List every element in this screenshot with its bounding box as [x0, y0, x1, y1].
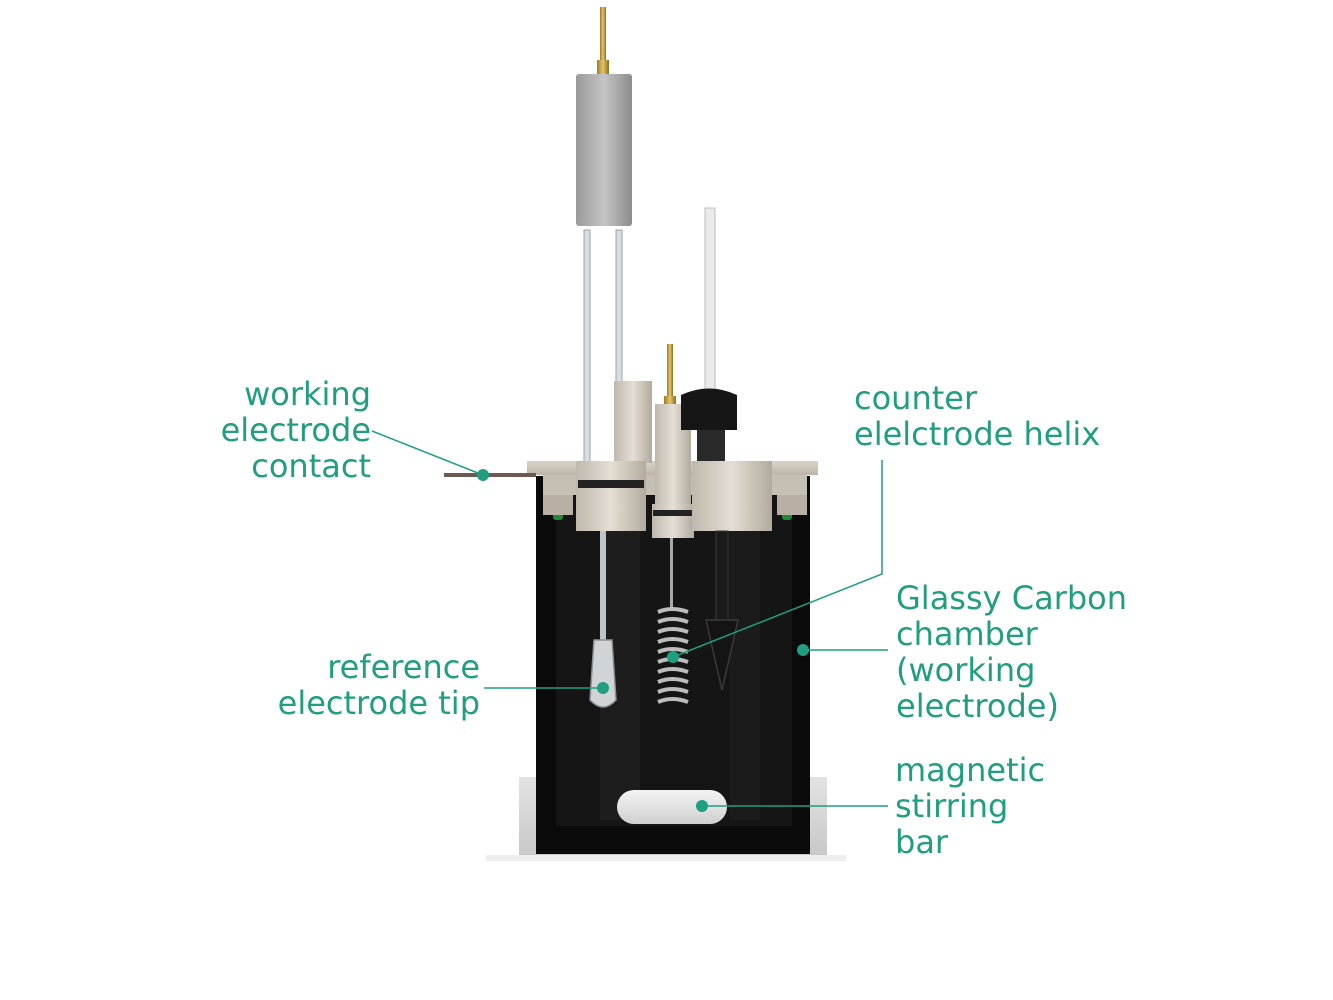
dot-working-electrode-contact [477, 469, 489, 481]
reference-electrode [576, 7, 632, 708]
label-counter-electrode-helix: counter elelctrode helix [854, 379, 1101, 453]
magnetic-stirring-bar [617, 790, 727, 824]
label-magnetic-stirring-bar: magnetic stirring bar [895, 751, 1046, 861]
label-glassy-carbon-chamber: Glassy Carbon chamber (working electrode… [896, 579, 1128, 725]
label-working-electrode-contact: working electrode contact [220, 375, 371, 485]
label-reference-electrode-tip: reference electrode tip [277, 648, 480, 722]
dot-glassy-carbon-chamber [797, 644, 809, 656]
dot-counter-electrode-helix [667, 651, 679, 663]
gas-inlet-tube [681, 207, 772, 691]
leader-working-electrode-contact [371, 430, 484, 476]
reference-electrode-fitting [576, 381, 652, 531]
counter-electrode-helix [657, 607, 689, 704]
dot-reference-electrode-tip [597, 682, 609, 694]
leader-counter-electrode-helix [672, 460, 883, 658]
dot-magnetic-stirring-bar [696, 800, 708, 812]
working-electrode-contact-wire [444, 473, 536, 477]
